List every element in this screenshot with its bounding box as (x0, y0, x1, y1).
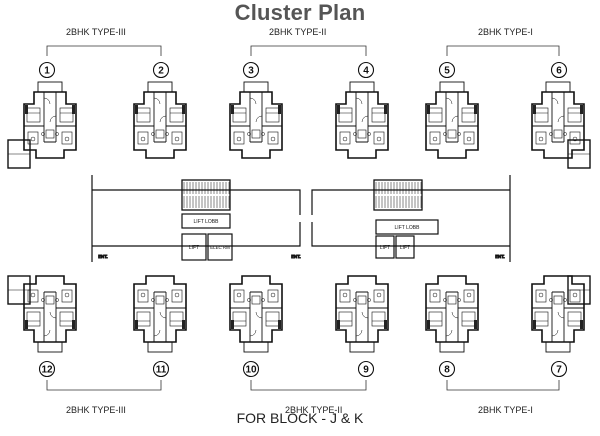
unit-number-marker: 5 (438, 61, 456, 79)
unit-number-marker: 4 (357, 61, 375, 79)
staircase (181, 179, 231, 211)
page-title: Cluster Plan (234, 0, 366, 25)
unit-number-marker: 9 (357, 360, 375, 378)
block-caption: FOR BLOCK - J & K (236, 410, 364, 426)
unit-number-marker: 6 (550, 61, 568, 79)
apartment-unit (23, 81, 77, 159)
type-label-bottom-right: 2BHK TYPE-I (478, 405, 533, 415)
svg-text:6: 6 (556, 66, 562, 77)
svg-text:12: 12 (41, 365, 53, 376)
svg-text:2: 2 (158, 66, 164, 77)
svg-text:LIFT: LIFT (380, 245, 390, 251)
lift-lobby-left: LIFT LOBB (181, 213, 231, 229)
apartment-unit (335, 275, 389, 353)
svg-text:9: 9 (363, 365, 369, 376)
staircase (373, 179, 423, 211)
svg-text:7: 7 (556, 365, 562, 376)
apartment-unit (133, 81, 187, 159)
unit-number-marker: 10 (242, 360, 260, 378)
unit-number-marker: 3 (242, 61, 260, 79)
svg-text:4: 4 (363, 66, 369, 77)
unit-number-marker: 2 (152, 61, 170, 79)
lift-shaft: LIFT (395, 235, 415, 259)
unit-number-marker: 11 (152, 360, 170, 378)
type-label-bottom-middle: 2BHK TYPE-II (285, 405, 343, 415)
apartment-unit (229, 275, 283, 353)
apartment-unit (229, 81, 283, 159)
entry-label: ENT. (291, 254, 301, 259)
svg-text:1: 1 (44, 66, 50, 77)
unit-number-marker: 8 (438, 360, 456, 378)
central-core: LIFT LOBB LIFT LOBB LIFT ELEC RM LIFT LIFT ENT… (91, 175, 511, 262)
electrical-room: ELEC RM (207, 233, 233, 261)
entry-label: ENT. (98, 254, 108, 259)
apartment-units (7, 81, 591, 353)
svg-text:5: 5 (444, 66, 450, 77)
unit-number-marker: 7 (550, 360, 568, 378)
corridor-top-wall (92, 189, 510, 215)
svg-text:3: 3 (248, 66, 254, 77)
unit-number-marker: 12 (38, 360, 56, 378)
svg-text:ELEC RM: ELEC RM (210, 245, 230, 250)
lift-shaft: LIFT (181, 233, 207, 261)
apartment-unit (335, 81, 389, 159)
entry-label: ENT. (495, 254, 505, 259)
type-label-top-middle: 2BHK TYPE-II (269, 27, 327, 37)
type-label-bottom-left: 2BHK TYPE-III (66, 405, 126, 415)
svg-text:LIFT LOBB: LIFT LOBB (395, 225, 421, 231)
svg-text:LIFT: LIFT (189, 245, 199, 251)
apartment-unit (133, 275, 187, 353)
apartment-unit (425, 275, 479, 353)
lift-shaft: LIFT (375, 235, 395, 259)
svg-text:11: 11 (156, 365, 167, 376)
svg-text:LIFT: LIFT (400, 245, 410, 251)
type-label-top-right: 2BHK TYPE-I (478, 27, 533, 37)
svg-text:10: 10 (245, 365, 257, 376)
svg-text:LIFT LOBB: LIFT LOBB (194, 219, 220, 225)
svg-text:8: 8 (444, 365, 450, 376)
unit-type-brackets (46, 45, 560, 391)
corridor-bottom-wall (92, 222, 510, 247)
type-label-top-left: 2BHK TYPE-III (66, 27, 126, 37)
unit-number-marker: 1 (38, 61, 56, 79)
apartment-unit (23, 275, 77, 353)
lift-lobby-right: LIFT LOBB (375, 219, 439, 235)
apartment-unit (425, 81, 479, 159)
apartment-unit (531, 81, 585, 159)
apartment-unit (531, 275, 585, 353)
